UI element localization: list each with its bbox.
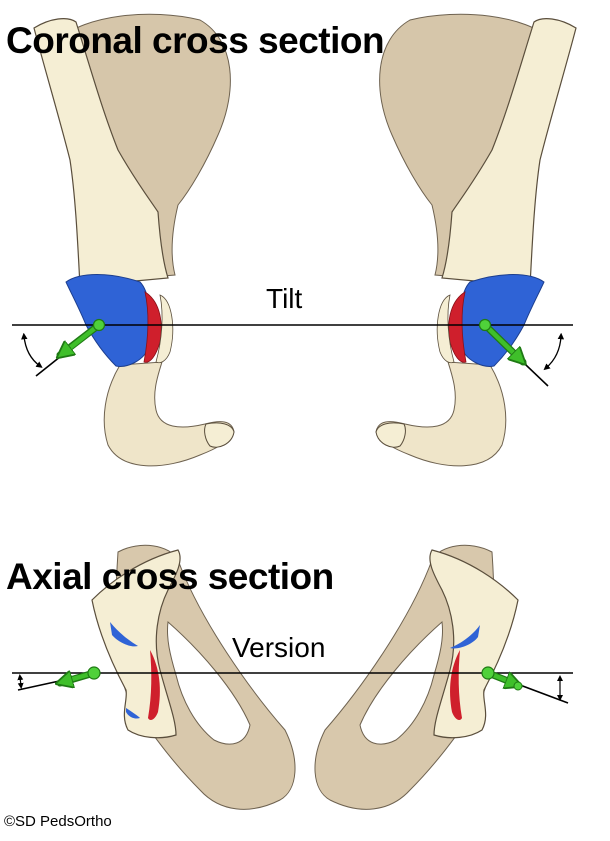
right-axial-blue [450, 625, 480, 649]
right-rim-strip [436, 294, 455, 364]
tilt-measurement [12, 318, 573, 387]
version-measurement [12, 666, 573, 704]
left-version-tick [17, 674, 24, 689]
right-axial-red [450, 650, 462, 720]
axial-left-hemipelvis [91, 544, 296, 810]
right-acetabulum-blue [458, 274, 545, 367]
right-ischium-cut [375, 422, 406, 448]
left-ischium-cut [204, 422, 235, 448]
right-ilium-cut-surface [441, 18, 577, 287]
tilt-label: Tilt [266, 283, 303, 314]
left-tilt-green-arrow-fill [62, 322, 102, 354]
right-axial-obturator-foramen [359, 621, 443, 745]
coronal-heading: Coronal cross section [6, 20, 385, 61]
left-axial-blue-lower [126, 708, 140, 719]
left-ilium-cut-surface [33, 18, 169, 287]
right-tilt-green-dot [478, 318, 492, 332]
axial-right-hemipelvis [314, 544, 519, 810]
left-ischium [103, 361, 235, 467]
right-version-green-dot [481, 666, 495, 680]
left-axial-obturator-foramen [167, 621, 251, 745]
right-tilt-green-arrow-fill [482, 322, 521, 360]
left-tilt-angle-arc [21, 332, 43, 368]
copyright-credit: ©SD PedsOrtho [4, 813, 112, 830]
right-version-green-dot-end [513, 681, 523, 691]
left-tilt-green-dot [92, 318, 106, 332]
left-axial-blue [110, 622, 138, 647]
left-acetabulum-blue [65, 274, 152, 367]
coronal-left-hemipelvis [33, 13, 235, 467]
right-ischium [375, 361, 507, 467]
left-axial-red [148, 650, 160, 720]
axial-heading: Axial cross section [6, 556, 334, 597]
coronal-right-hemipelvis [375, 13, 577, 467]
left-version-green-dot [87, 666, 101, 680]
left-rim-strip [155, 294, 174, 364]
version-label: Version [232, 632, 326, 663]
right-tilt-angle-arc [543, 332, 565, 371]
